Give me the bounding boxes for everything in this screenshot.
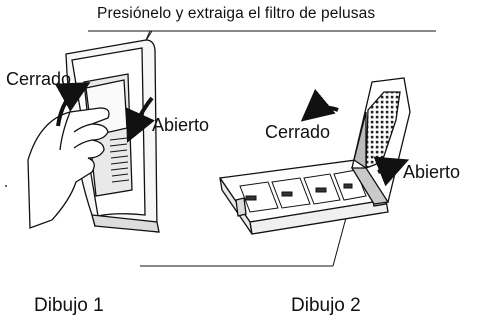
figure1-open-label: Abierto — [152, 115, 210, 135]
figure2-closed-label: Cerrado — [265, 122, 331, 142]
stray-dot — [5, 185, 7, 187]
instruction-text: Presiónelo y extraiga el filtro de pelus… — [97, 5, 376, 22]
figure2-open-label: Abierto — [403, 162, 461, 182]
figure1-caption: Dibujo 1 — [34, 295, 104, 316]
open-arrow-figure1 — [125, 96, 155, 143]
leader-to-figure2 — [332, 213, 348, 267]
closed-arrow-figure1 — [54, 82, 91, 127]
figure2-arrows — [300, 88, 410, 187]
figure1-closed-label: Cerrado — [6, 69, 72, 89]
figure1-arrows — [54, 82, 155, 143]
figure2-caption: Dibujo 2 — [291, 295, 361, 316]
figure1-hand — [27, 107, 110, 229]
open-arrow-figure2 — [373, 156, 410, 187]
closed-arrow-figure2 — [300, 88, 339, 122]
figure2-filter-tray — [218, 77, 411, 235]
